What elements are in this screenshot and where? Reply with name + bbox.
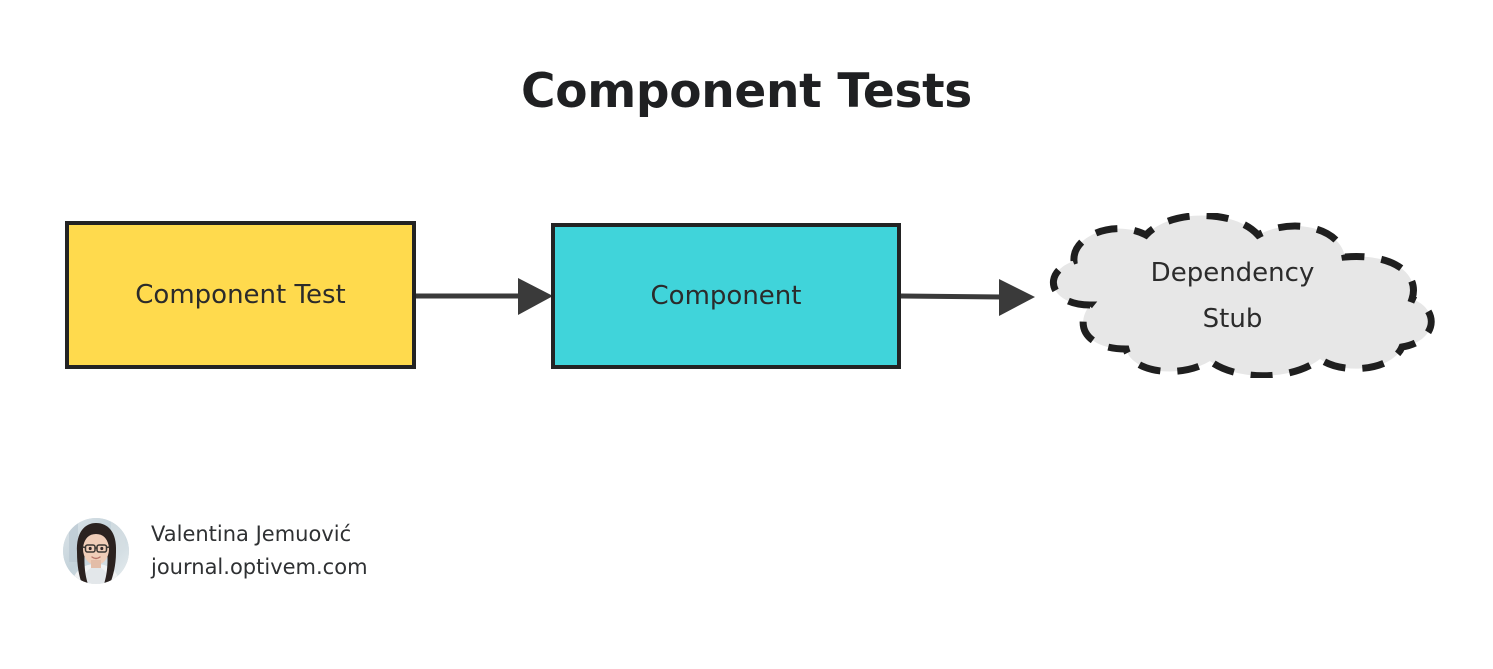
node-component-test[interactable]: Component Test (65, 221, 416, 369)
byline-site: journal.optivem.com (151, 555, 368, 579)
byline-author: Valentina Jemuović (151, 522, 352, 546)
arrowhead-icon (518, 278, 553, 315)
avatar-photo-icon (63, 518, 129, 584)
byline: Valentina Jemuović journal.optivem.com (63, 518, 368, 584)
node-component-test-label: Component Test (135, 280, 346, 310)
byline-text: Valentina Jemuović journal.optivem.com (151, 518, 368, 584)
edge-line (900, 293, 1003, 300)
node-component[interactable]: Component (551, 223, 901, 369)
node-dependency-stub[interactable]: Dependency Stub (1020, 213, 1445, 378)
edge-test-to-component (416, 278, 553, 315)
edge-component-to-stub (900, 279, 1035, 316)
page-title: Component Tests (521, 64, 972, 119)
avatar (63, 518, 129, 584)
cloud-shape-icon (1050, 213, 1435, 378)
node-component-label: Component (650, 281, 802, 311)
